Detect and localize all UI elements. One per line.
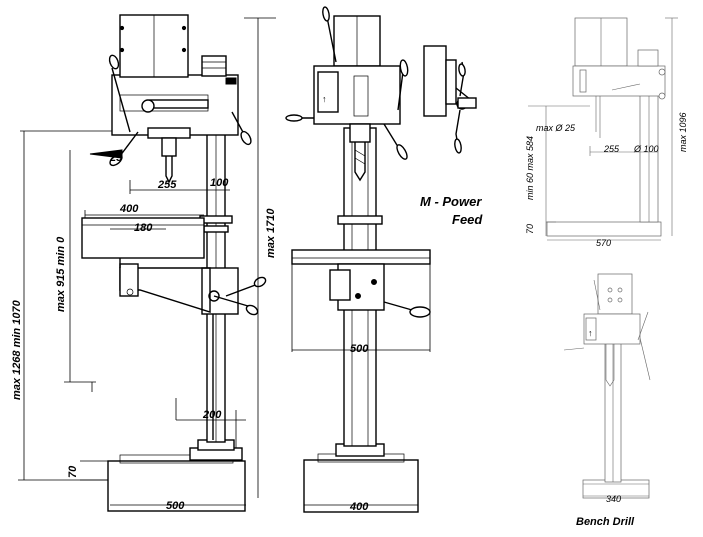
label-height-total: max 1710	[265, 208, 277, 258]
label-table-width: 400	[119, 203, 139, 215]
power-feed-detail: M - Power Feed	[420, 45, 483, 227]
label-front-table-width: 500	[350, 343, 369, 355]
caption-power-feed-1: M - Power	[420, 194, 482, 209]
bench-drill-side-view: max Ø 25 255 Ø 100 max 1096 min 60 max 5…	[525, 17, 688, 248]
label-reach: 255	[157, 179, 177, 191]
bench-arrow-symbol: ↑	[588, 328, 593, 338]
label-bench-height-total: max 1096	[678, 112, 688, 152]
label-base-height: 70	[67, 465, 79, 478]
caption-bench-drill: Bench Drill	[576, 516, 635, 528]
bench-drill-front-view: ↑ 340 Bench Drill	[563, 273, 651, 528]
label-bench-column-dia: Ø 100	[633, 144, 659, 154]
arrow-symbol: ↑	[322, 94, 327, 104]
label-height-table-range: max 1268 min 1070	[11, 299, 23, 400]
label-bench-table-range: min 60 max 584	[525, 136, 535, 200]
label-column-to-spindle: 100	[210, 177, 229, 189]
label-column-dia: 200	[202, 409, 222, 421]
label-bench-base-height: 70	[525, 224, 535, 234]
label-front-base-width: 400	[349, 501, 369, 513]
label-table-travel: max 915 min 0	[55, 236, 67, 312]
label-bench-front-base-width: 340	[606, 494, 621, 504]
label-bench-reach: 255	[603, 144, 620, 154]
caption-power-feed-2: Feed	[452, 212, 483, 227]
floor-drill-front-view: ↑ 500 400	[285, 6, 431, 513]
label-drill-capacity: 25	[109, 152, 123, 164]
label-bench-drill-capacity: max Ø 25	[536, 123, 576, 133]
label-table-dia: 180	[134, 222, 153, 234]
floor-drill-side-view: max 1268 min 1070 max 1710 max 915 min 0…	[11, 14, 277, 512]
label-bench-base-width: 570	[596, 238, 611, 248]
label-base-width: 500	[166, 500, 185, 512]
